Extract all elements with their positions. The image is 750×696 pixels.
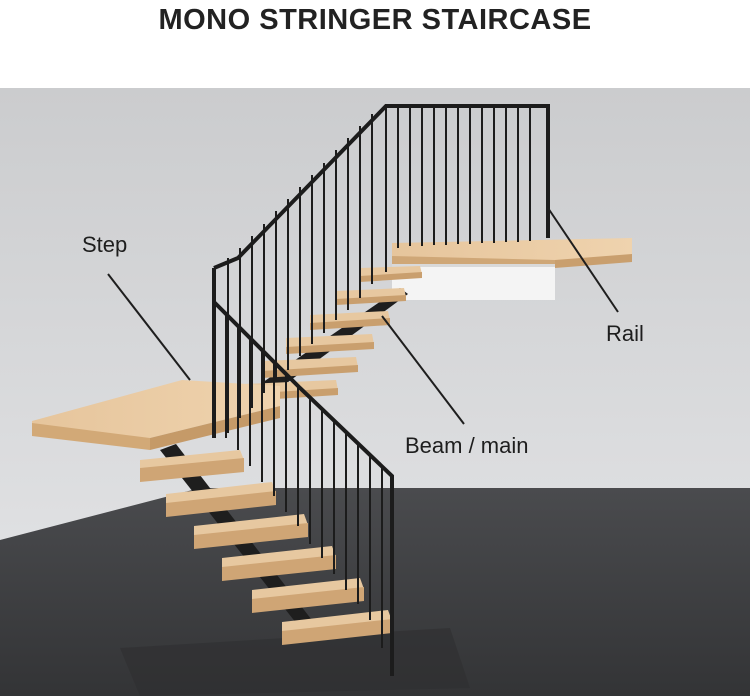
beam-label: Beam / main <box>405 433 529 458</box>
upper-railing <box>212 104 550 438</box>
lower-steps <box>140 450 392 645</box>
step-label: Step <box>82 232 128 257</box>
beam-callout-line <box>381 315 465 425</box>
staircase-illustration <box>0 88 750 696</box>
lower-railing <box>212 300 394 676</box>
rail-callout-line <box>547 207 619 313</box>
page-title: MONO STRINGER STAIRCASE <box>158 4 592 36</box>
upper-landing <box>392 238 632 300</box>
step-callout-line <box>107 273 191 381</box>
rail-label: Rail <box>606 321 644 346</box>
